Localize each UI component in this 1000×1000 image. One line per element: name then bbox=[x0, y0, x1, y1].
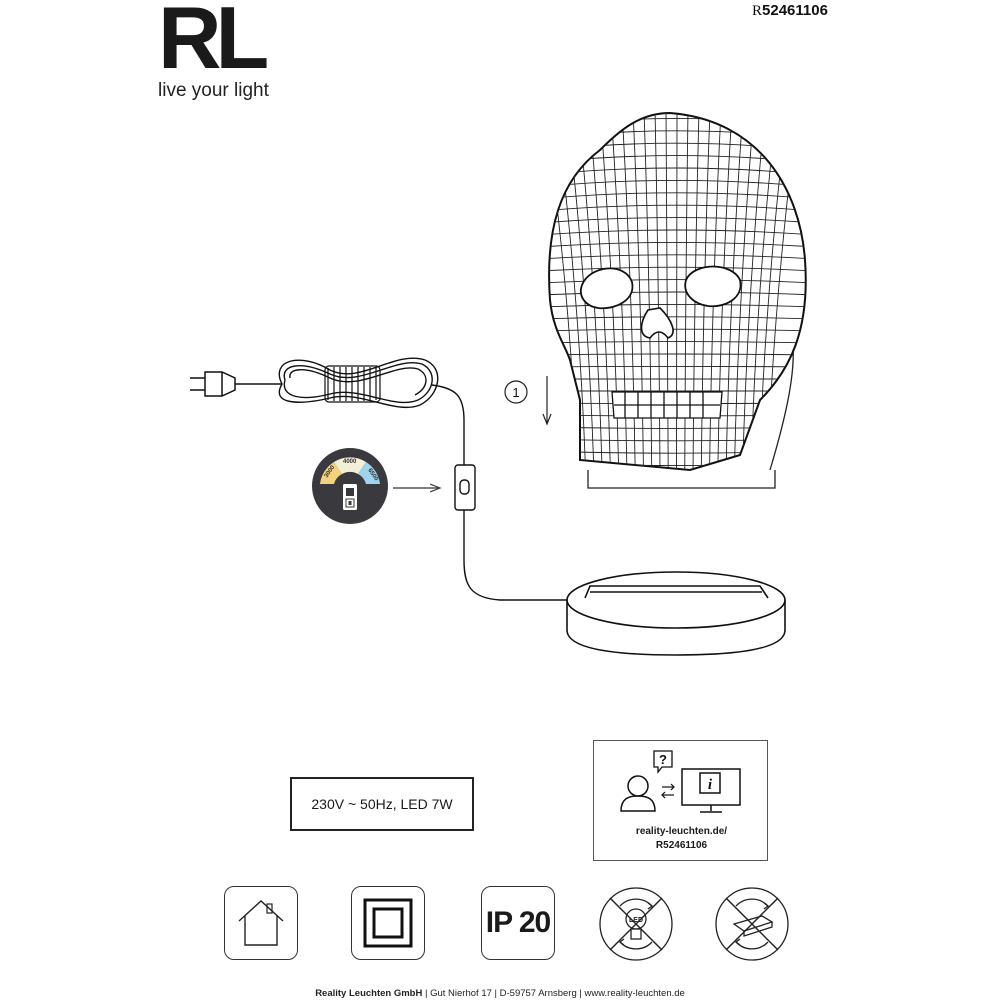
inline-switch bbox=[454, 464, 476, 511]
article-prefix: R bbox=[752, 3, 763, 19]
temp-neutral-segment bbox=[334, 457, 366, 474]
no-replace-led-icon: LED bbox=[599, 887, 673, 961]
led-label: LED bbox=[629, 917, 643, 924]
temp-label-neutral: 4000 bbox=[343, 459, 357, 465]
temp-cool-segment bbox=[358, 462, 380, 484]
online-info-url-line2: R52461106 bbox=[655, 840, 708, 851]
double-insulation-icon bbox=[363, 898, 413, 948]
indoor-use-symbol bbox=[224, 886, 298, 960]
house-icon bbox=[238, 900, 284, 946]
info-illustration: ? i bbox=[620, 750, 741, 813]
lamp-base bbox=[566, 571, 786, 656]
online-info-box: ? i reality-leuchten.de/ R52461106 bbox=[593, 740, 768, 861]
rocker-switch-icon bbox=[343, 484, 357, 510]
ip-rating-text: IP 20 bbox=[485, 906, 552, 939]
electrical-spec-text: 230V ~ 50Hz, LED 7W bbox=[311, 796, 453, 812]
plug-icon bbox=[190, 371, 236, 397]
protection-class-2-symbol bbox=[351, 886, 425, 960]
svg-text:?: ? bbox=[659, 752, 667, 767]
article-number: R52461106 bbox=[752, 2, 828, 20]
footer-company: Reality Leuchten GmbH bbox=[315, 988, 423, 999]
down-arrow-icon bbox=[542, 376, 552, 426]
skull-wireframe bbox=[548, 111, 807, 472]
electrical-spec-box: 230V ~ 50Hz, LED 7W bbox=[290, 777, 474, 831]
svg-text:i: i bbox=[708, 777, 713, 793]
assembly-illustration: 1 bbox=[190, 111, 807, 656]
user-icon bbox=[620, 775, 656, 812]
non-replaceable-driver-symbol bbox=[714, 886, 789, 961]
brand-logo-mark: RL bbox=[158, 0, 269, 87]
footer-address: | Gut Nierhof 17 | D-59757 Arnsberg | ww… bbox=[422, 988, 685, 999]
monitor-info-icon bbox=[681, 768, 741, 813]
skull-teeth bbox=[611, 391, 723, 419]
ip-rating-symbol: IP 20 bbox=[481, 886, 555, 960]
question-bubble-icon bbox=[653, 750, 673, 774]
temp-warm-segment bbox=[320, 462, 342, 484]
company-footer: Reality Leuchten GmbH | Gut Nierhof 17 |… bbox=[0, 988, 1000, 999]
right-arrow-icon bbox=[393, 483, 442, 493]
exchange-arrows-icon bbox=[661, 783, 675, 799]
brand-tagline: live your light bbox=[158, 80, 269, 101]
step-number: 1 bbox=[512, 385, 519, 400]
no-replace-driver-icon bbox=[715, 887, 789, 961]
online-info-url-line1: reality-leuchten.de/ bbox=[635, 826, 728, 837]
online-info-url: reality-leuchten.de/ R52461106 bbox=[594, 825, 769, 853]
color-temp-switch-badge: 3000 4000 6500 bbox=[312, 448, 388, 524]
step-circle bbox=[504, 380, 528, 404]
article-digits: 52461106 bbox=[762, 2, 828, 19]
coiled-cable bbox=[235, 357, 568, 601]
non-replaceable-led-symbol: LED bbox=[598, 886, 673, 961]
